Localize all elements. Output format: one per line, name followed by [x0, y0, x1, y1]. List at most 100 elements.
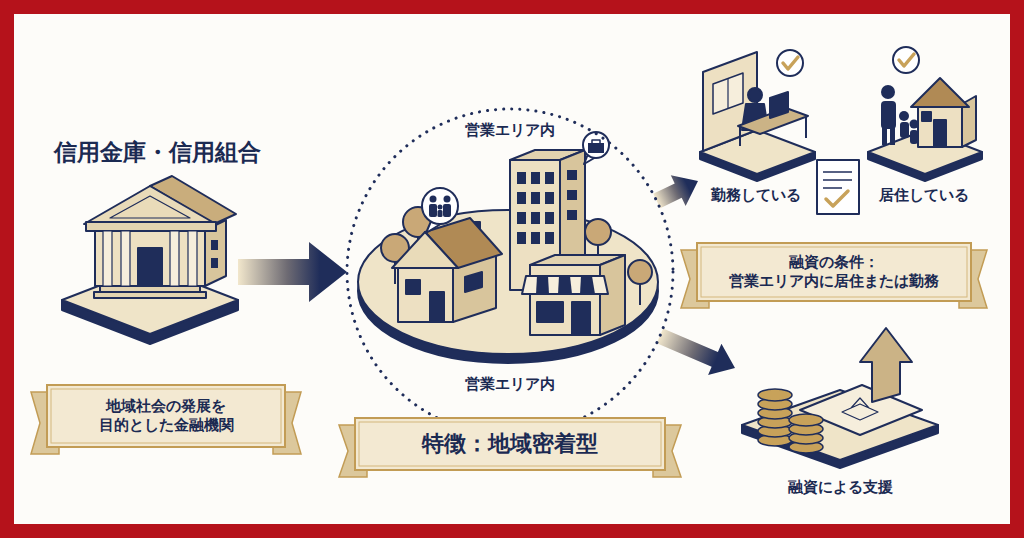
town-illustration: [517, 232, 526, 244]
town-illustration: [545, 192, 554, 204]
town-illustration: [545, 172, 554, 184]
workplace-illustration: [727, 78, 728, 108]
ribbon-band: [355, 418, 665, 470]
ribbon-band: [47, 385, 285, 447]
town-illustration: [429, 196, 451, 218]
flow-arrow: [653, 175, 698, 208]
workplace-illustration: [748, 88, 762, 102]
town-illustration: [537, 302, 563, 322]
home-illustration: [890, 128, 895, 145]
home-illustration: [910, 130, 918, 144]
town-illustration: [572, 302, 590, 335]
home-illustration: [911, 78, 969, 107]
town-illustration: [531, 212, 540, 224]
bank-illustration: [103, 231, 112, 286]
bank-node: 信用金庫・信用組合: [58, 178, 238, 338]
ribbon-text: 地域社会の発展を 目的とした金融機関: [47, 397, 285, 436]
bank-illustration: [84, 186, 216, 224]
funding-illustration: [742, 328, 938, 468]
area-label: 営業エリア内: [345, 375, 675, 395]
town-illustration: [628, 260, 652, 284]
bank-illustration: [62, 176, 238, 344]
town-illustration: [358, 132, 658, 363]
document-icon: [826, 191, 848, 206]
flow-arrow: [238, 242, 347, 302]
home-illustration: [900, 122, 909, 138]
home-illustration: [899, 111, 909, 121]
town-illustration: [558, 276, 572, 294]
condition-ribbon: 融資の条件： 営業エリア内に居住または勤務: [697, 243, 971, 301]
work-tile: 勤務している: [698, 45, 813, 205]
home-illustration: [893, 47, 919, 73]
town-illustration: [358, 210, 658, 354]
funding-illustration: [758, 389, 823, 453]
tile-label: 居住している: [865, 186, 983, 206]
town-illustration: [517, 172, 526, 184]
town-illustration: [392, 232, 458, 268]
ribbon-inner-line: [359, 422, 661, 466]
town-illustration: [438, 210, 443, 217]
town-illustration: [536, 276, 595, 294]
ribbon-text: 特徴：地域密着型: [408, 430, 612, 459]
bank-illustration: [95, 228, 205, 286]
town-illustration: [531, 192, 540, 204]
bank-heading: 信用金庫・信用組合: [54, 138, 261, 168]
bank-illustration: [211, 240, 218, 250]
town-illustration: [429, 204, 437, 217]
bank-illustration: [86, 222, 216, 231]
town-illustration: [517, 192, 526, 204]
flow-arrow: [657, 329, 735, 375]
area-circle: 営業エリア内営業エリア内: [345, 107, 675, 437]
document-icon: [823, 179, 852, 181]
town-illustration: [567, 210, 577, 220]
document-icon: [823, 171, 852, 173]
home-illustration: [934, 120, 946, 147]
funding-illustration: [860, 328, 912, 402]
bank-illustration: [138, 248, 162, 286]
town-illustration: [531, 172, 540, 184]
bank-illustration: [94, 292, 206, 298]
workplace-illustration: [783, 57, 798, 69]
town-illustration: [545, 232, 554, 244]
bank-illustration: [188, 231, 197, 286]
town-illustration: [517, 212, 526, 224]
document-icon: [817, 160, 859, 214]
town-illustration: [585, 219, 611, 245]
town-illustration: [580, 276, 595, 294]
home-illustration: [882, 128, 887, 145]
feature-ribbon: 特徴：地域密着型: [355, 418, 665, 470]
workplace-illustration: [777, 50, 803, 76]
home-tile: 居住している: [865, 45, 983, 205]
town-illustration: [465, 272, 482, 292]
town-illustration: [406, 280, 420, 294]
ribbon-band: [697, 243, 971, 301]
town-illustration: [438, 205, 443, 210]
ribbon-text: 融資の条件： 営業エリア内に居住または勤務: [697, 253, 971, 292]
town-illustration: [522, 276, 608, 294]
funding-tile: 融資による支援: [735, 335, 945, 500]
tile-label: 勤務している: [698, 186, 813, 206]
town-illustration: [545, 212, 554, 224]
funding-illustration: [789, 414, 823, 426]
workplace-illustration: [770, 92, 788, 118]
town-illustration: [531, 232, 540, 244]
town-illustration: [567, 190, 577, 200]
town-illustration: [398, 264, 453, 322]
workplace-illustration: [700, 50, 815, 181]
town-illustration: [422, 188, 458, 224]
home-illustration: [922, 112, 931, 121]
bank-illustration: [211, 258, 218, 268]
workplace-illustration: [703, 52, 757, 151]
workplace-illustration: [739, 127, 741, 146]
bank-illustration: [110, 196, 190, 218]
town-illustration: [588, 143, 604, 153]
town-illustration: [430, 196, 437, 203]
bank-illustration: [121, 231, 130, 286]
document-icon: [817, 160, 859, 214]
workplace-illustration: [805, 117, 807, 138]
bank-illustration: [170, 231, 179, 286]
tile-label: 融資による支援: [735, 478, 945, 498]
home-illustration: [918, 104, 962, 147]
area-label: 営業エリア内: [345, 121, 675, 141]
